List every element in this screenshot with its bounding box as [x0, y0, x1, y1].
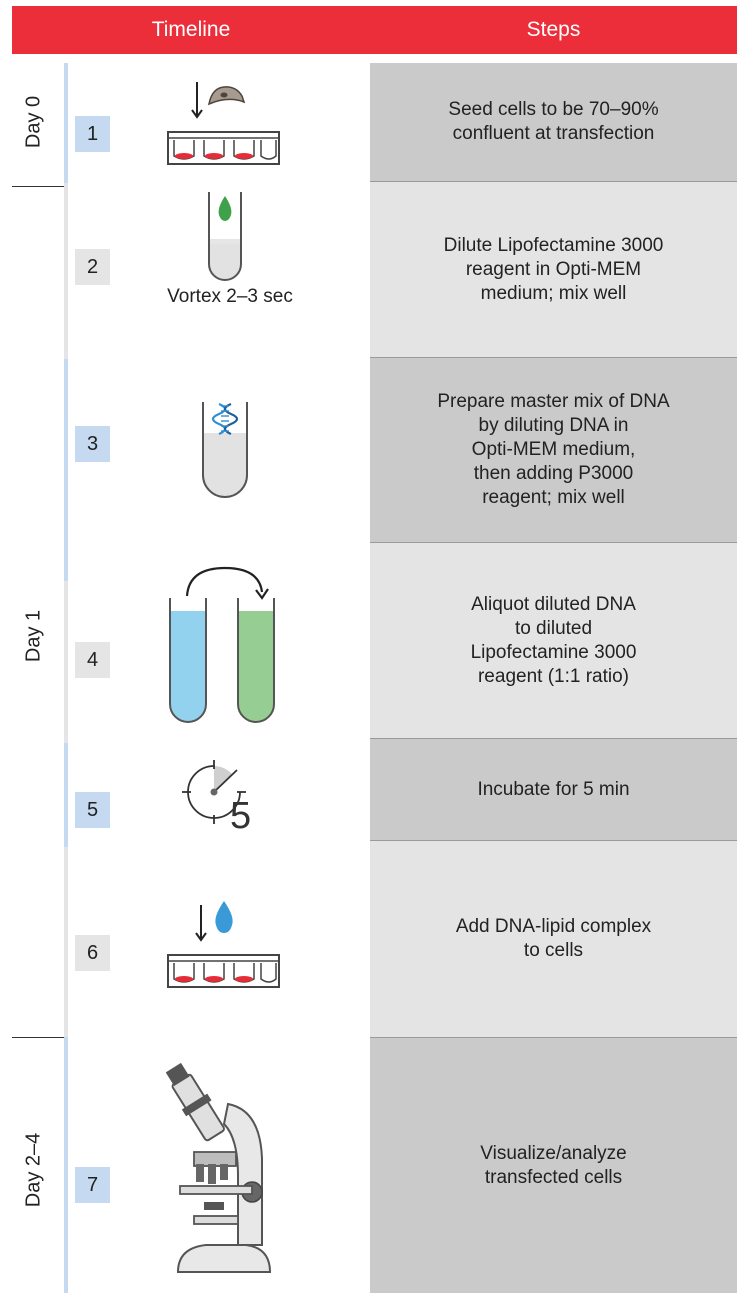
timeline-stripe	[64, 847, 68, 1037]
cell-seeding-plate-icon	[167, 82, 280, 165]
step-separator	[370, 542, 737, 543]
step-number-2: 2	[75, 249, 110, 285]
timeline-stripe	[64, 581, 68, 743]
tube-dna-icon	[202, 402, 248, 498]
timeline-stripe	[64, 1037, 68, 1293]
step-text-1: Seed cells to be 70–90% confluent at tra…	[370, 63, 737, 181]
vortex-caption: Vortex 2–3 sec	[167, 286, 293, 307]
timeline-heading: Timeline	[151, 18, 231, 41]
step-separator	[370, 738, 737, 739]
timeline-stripe	[64, 183, 68, 359]
step-text-6: Add DNA-lipid complex to cells	[370, 841, 737, 1037]
header-bar: Timeline Steps	[12, 6, 737, 54]
day-0-label: Day 0	[22, 95, 45, 149]
step-number-6: 6	[75, 935, 110, 971]
step-text-4: Aliquot diluted DNA to diluted Lipofecta…	[370, 543, 737, 738]
step-text-5: Incubate for 5 min	[370, 739, 737, 840]
step-separator	[370, 181, 737, 182]
drop-into-plate-icon	[167, 901, 280, 988]
step-text-7: Visualize/analyze transfected cells	[370, 1038, 737, 1293]
step-separator	[370, 1037, 737, 1038]
day-2-4-label: Day 2–4	[22, 1132, 45, 1208]
step-number-7: 7	[75, 1167, 110, 1203]
step-number-5: 5	[75, 792, 110, 828]
timeline-stripe	[64, 359, 68, 581]
steps-heading: Steps	[526, 18, 581, 41]
timer-icon: 5	[182, 760, 251, 832]
timeline-stripe	[64, 63, 68, 183]
step-number-3: 3	[75, 426, 110, 462]
step-number-1: 1	[75, 116, 110, 152]
tube-green-drop-icon	[208, 192, 242, 281]
step-separator	[370, 357, 737, 358]
day-divider	[12, 1037, 64, 1038]
step-number-4: 4	[75, 642, 110, 678]
timeline-stripe	[64, 743, 68, 847]
step-text-3: Prepare master mix of DNA by diluting DN…	[370, 358, 737, 542]
day-1-label: Day 1	[22, 609, 45, 663]
microscope-icon	[166, 1062, 272, 1273]
timer-number: 5	[230, 795, 251, 832]
day-divider	[12, 186, 64, 187]
step-text-2: Dilute Lipofectamine 3000 reagent in Opt…	[370, 182, 737, 357]
two-tubes-transfer-icon	[169, 566, 275, 723]
step-separator	[370, 840, 737, 841]
